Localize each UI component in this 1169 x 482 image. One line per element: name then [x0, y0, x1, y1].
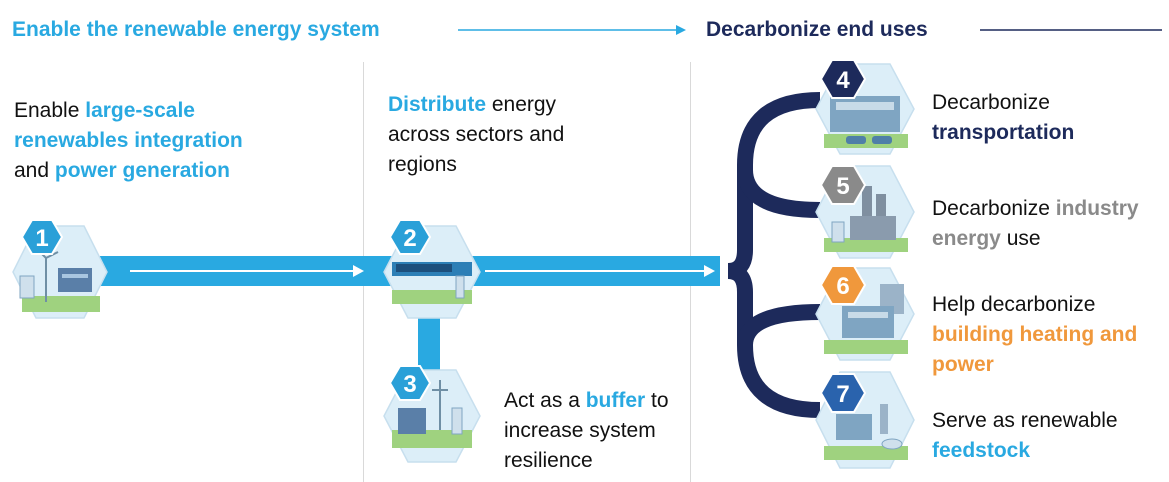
- step-1-number: 1: [35, 225, 48, 252]
- highlight-text: industry energy: [932, 197, 1139, 250]
- text-segment: to increase system resilience: [504, 389, 669, 472]
- highlight-text: large-scale renewables integration: [14, 99, 243, 152]
- text-segment: and: [14, 159, 55, 182]
- step-4-text: Decarbonize transportation: [932, 88, 1132, 148]
- header-left-title: Enable the renewable energy system: [12, 18, 380, 41]
- step-3-text: Act as a buffer to increase system resil…: [504, 386, 704, 476]
- step-7-number: 7: [836, 381, 849, 408]
- step-5-text: Decarbonize industry energy use: [932, 194, 1167, 254]
- highlight-text: buffer: [585, 389, 646, 412]
- highlight-text: transportation: [932, 121, 1075, 144]
- header-right-title: Decarbonize end uses: [706, 18, 928, 41]
- step-3-badge: 3: [388, 365, 432, 401]
- text-segment: use: [1000, 227, 1041, 250]
- step-5-number: 5: [836, 173, 849, 200]
- step-5-badge: 5: [819, 165, 867, 205]
- step-7-badge: 7: [819, 373, 867, 413]
- step-6-number: 6: [836, 273, 849, 300]
- highlight-text: Distribute: [388, 93, 487, 116]
- text-segment: Act as a: [504, 389, 586, 412]
- text-segment: Decarbonize: [932, 91, 1050, 114]
- step-3-number: 3: [403, 371, 416, 398]
- text-segment: energy across sectors and regions: [388, 93, 565, 176]
- text-segment: Help decarbonize: [932, 293, 1096, 316]
- distribution-brace: [727, 92, 821, 418]
- step-6-badge: 6: [819, 265, 867, 305]
- flow-arrow-2: [485, 265, 715, 277]
- step-6-text: Help decarbonize building heating and po…: [932, 290, 1167, 380]
- step-2-number: 2: [403, 225, 416, 252]
- step-4-number: 4: [836, 67, 850, 94]
- step-1-badge: 1: [20, 219, 64, 255]
- text-segment: Enable: [14, 99, 86, 122]
- highlight-text: feedstock: [932, 439, 1031, 462]
- header-arrow-left: [458, 25, 686, 35]
- step-2-badge: 2: [388, 219, 432, 255]
- hexagon-4-transport: [815, 63, 915, 155]
- text-segment: Decarbonize: [932, 197, 1056, 220]
- flow-arrow-1: [130, 265, 364, 277]
- step-4-badge: 4: [819, 59, 867, 99]
- text-segment: Serve as renewable: [932, 409, 1118, 432]
- step-2-text: Distribute energy across sectors and reg…: [388, 90, 568, 180]
- step-1-text: Enable large-scale renewables integratio…: [14, 96, 264, 186]
- highlight-text: building heating and power: [932, 323, 1138, 376]
- highlight-text: power generation: [54, 159, 230, 182]
- step-7-text: Serve as renewable feedstock: [932, 406, 1152, 466]
